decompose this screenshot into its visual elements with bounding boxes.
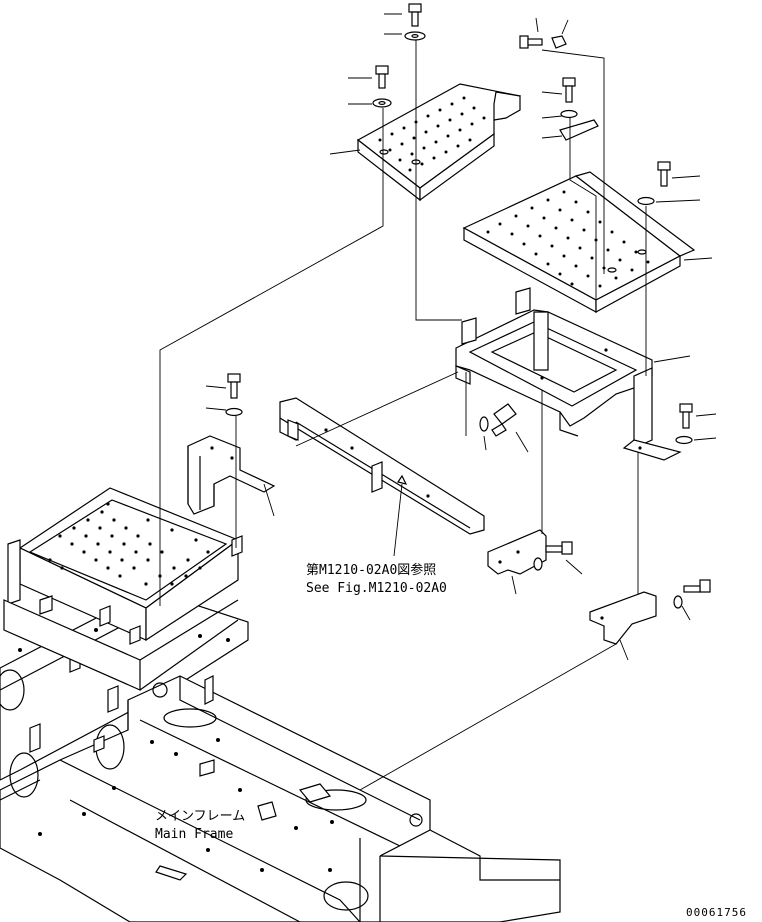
bolt-icon: [491, 403, 517, 437]
main-frame-label-jp: メインフレーム: [155, 809, 245, 824]
washer-icon: [533, 557, 543, 571]
nut-icon: [551, 35, 567, 49]
clamp-part: [231, 535, 243, 557]
lower-bracket-b: [589, 591, 657, 645]
drawing-number: 00061756: [686, 906, 747, 919]
assembly-center-lines: [159, 40, 647, 791]
left-step-box-assembly: [3, 487, 240, 691]
washer-icon: [225, 407, 243, 417]
cross-beam: [279, 397, 485, 535]
bolt-icon: [408, 3, 422, 27]
bolt-icon: [375, 65, 389, 89]
see-fig-label-en: See Fig.M1210-02A0: [306, 581, 447, 596]
washer-icon: [404, 31, 426, 41]
washer-icon: [675, 435, 693, 445]
callout-leaders: [205, 13, 717, 661]
bolt-icon: [657, 161, 671, 187]
bolt-icon: [227, 373, 241, 399]
washer-icon: [560, 109, 578, 119]
bolt-icon: [519, 35, 543, 49]
main-frame-label-en: Main Frame: [155, 827, 233, 842]
bolt-icon: [562, 77, 576, 103]
clip-plate: [559, 119, 599, 141]
support-frame: [455, 287, 682, 461]
bolt-icon: [679, 403, 693, 429]
see-fig-label-jp: 第M1210-02A0図参照: [306, 562, 436, 578]
washer-icon: [637, 196, 655, 206]
washer-icon: [673, 595, 683, 609]
side-bracket: [187, 435, 276, 515]
bolt-icon: [683, 579, 711, 593]
washer-icon: [479, 416, 489, 432]
bolt-icon: [545, 541, 573, 555]
washer-icon: [372, 98, 392, 108]
top-step-plate: [356, 83, 522, 202]
right-step-plate: [462, 171, 696, 314]
fasteners: [225, 3, 711, 609]
